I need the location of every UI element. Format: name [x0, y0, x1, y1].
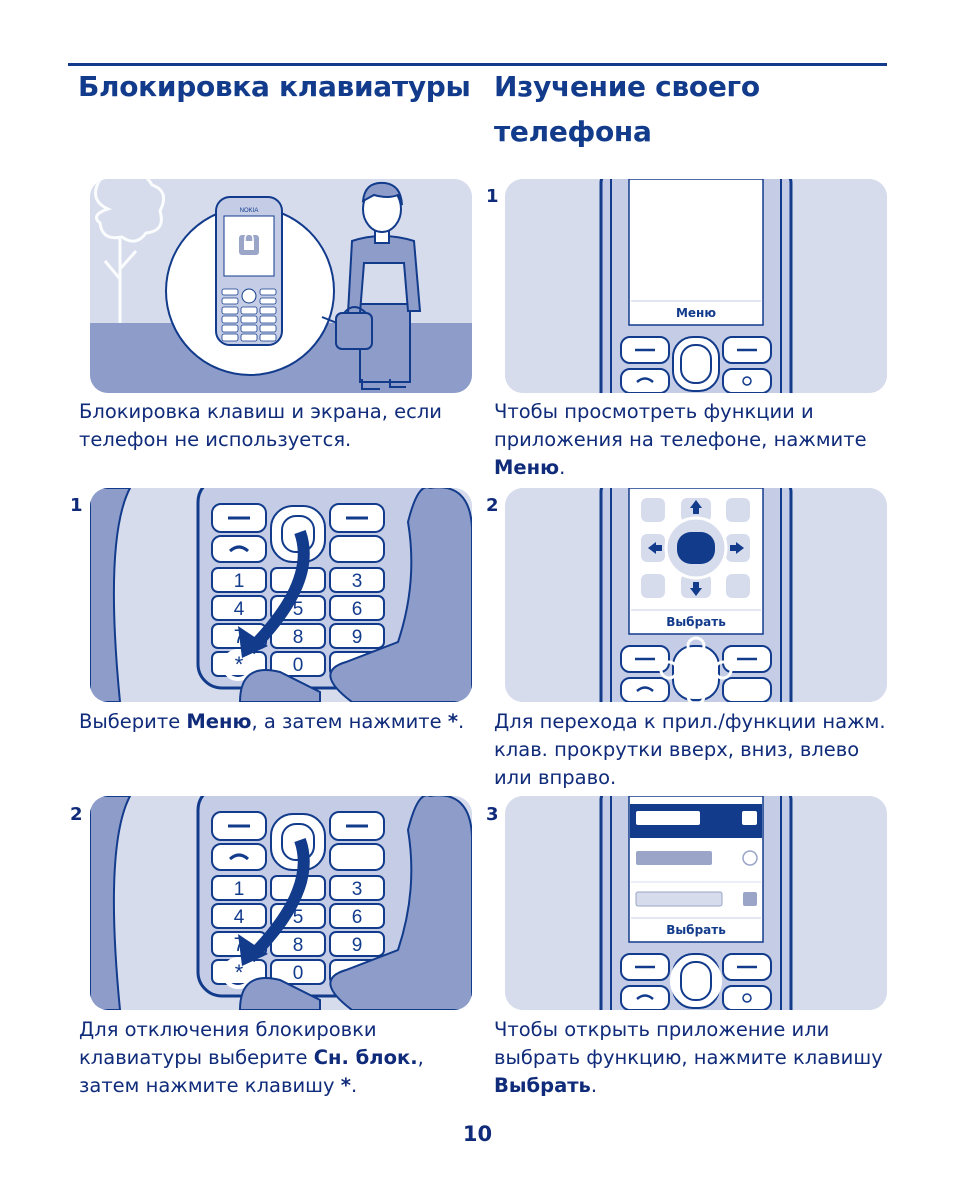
right-step-3-number: 3	[486, 804, 499, 825]
right-step-3-illustration: Выбрать	[505, 796, 887, 1010]
right-step-2-caption: Для перехода к прил./функции нажм. клав.…	[494, 710, 886, 789]
right-step-3-screen-label: Выбрать	[666, 923, 726, 937]
svg-text:6: 6	[352, 599, 363, 620]
right-step-1-caption: Чтобы просмотреть функции и приложения н…	[494, 400, 867, 479]
svg-text:0: 0	[293, 963, 304, 984]
svg-text:3: 3	[352, 879, 363, 900]
right-step-3-caption: Чтобы открыть приложение или выбрать фун…	[494, 1018, 883, 1097]
svg-text:5: 5	[293, 599, 304, 620]
left-step-1-number: 1	[70, 495, 83, 516]
right-step-2-number: 2	[486, 495, 499, 516]
svg-text:1: 1	[234, 571, 245, 592]
right-step-2-illustration: Выбрать	[505, 488, 887, 702]
left-step-1-caption: Выберите Меню, а затем нажмите *.	[79, 710, 465, 733]
page-number: 10	[462, 1122, 493, 1146]
right-step-2-screen-label: Выбрать	[666, 615, 726, 629]
svg-text:8: 8	[293, 935, 304, 956]
right-heading-line1: Изучение своего	[494, 70, 760, 103]
left-heading: Блокировка клавиатуры	[78, 70, 471, 103]
left-step-2-caption: Для отключения блокировки клавиатуры выб…	[79, 1018, 424, 1097]
intro-caption: Блокировка клавиш и экрана, если телефон…	[79, 400, 442, 451]
svg-text:3: 3	[352, 571, 363, 592]
svg-text:*: *	[235, 960, 244, 985]
svg-text:*: *	[235, 652, 244, 677]
right-heading-line2: телефона	[494, 115, 652, 148]
left-step-2-illustration: 123 456 789 *0#	[90, 796, 472, 1010]
right-step-1-illustration: Меню	[505, 179, 887, 393]
right-step-1-number: 1	[486, 186, 499, 207]
left-step-2-number: 2	[70, 804, 83, 825]
svg-text:8: 8	[293, 627, 304, 648]
svg-text:7: 7	[234, 935, 245, 956]
svg-text:0: 0	[293, 655, 304, 676]
svg-text:6: 6	[352, 907, 363, 928]
svg-text:4: 4	[234, 599, 245, 620]
right-step-1-screen-label: Меню	[676, 306, 716, 320]
svg-text:4: 4	[234, 907, 245, 928]
svg-text:9: 9	[352, 627, 363, 648]
svg-text:7: 7	[234, 627, 245, 648]
svg-text:1: 1	[234, 879, 245, 900]
top-rule	[68, 63, 887, 66]
svg-text:9: 9	[352, 935, 363, 956]
left-step-1-illustration: 123 456 789 *0#	[90, 488, 472, 702]
intro-illustration: NOKIA	[90, 179, 472, 393]
svg-text:5: 5	[293, 907, 304, 928]
phone-brand: NOKIA	[240, 208, 259, 214]
